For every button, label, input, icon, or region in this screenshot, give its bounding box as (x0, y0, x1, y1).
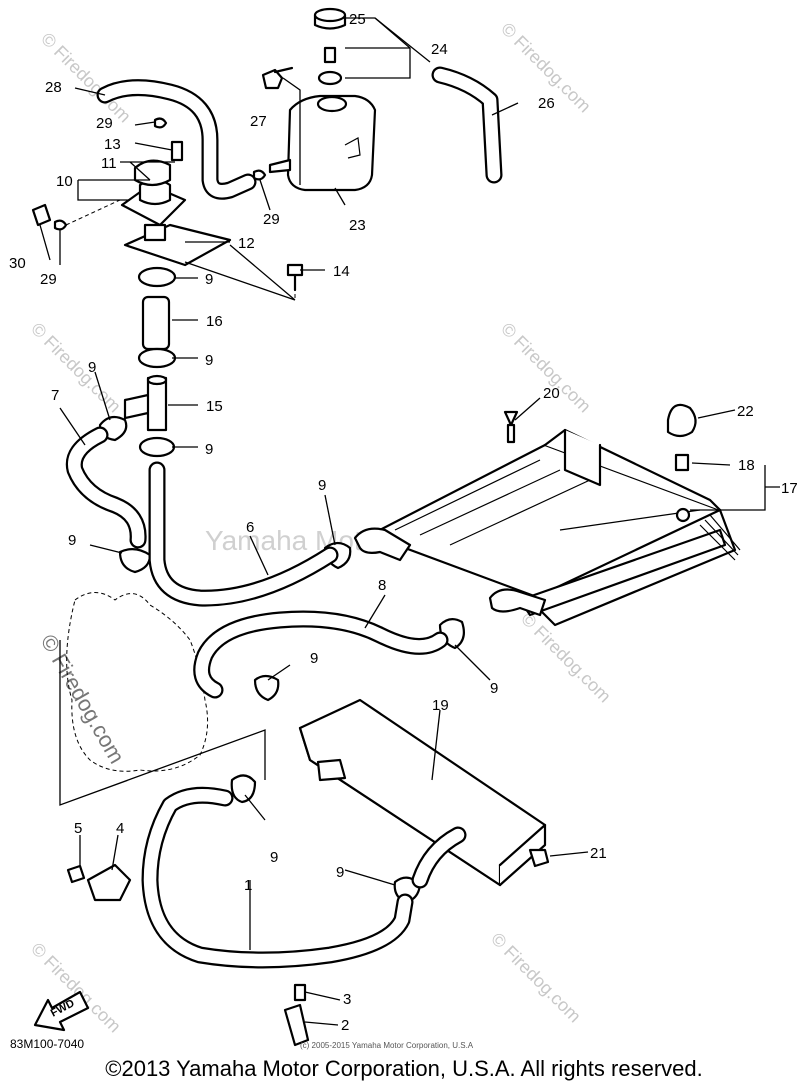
reservoir-bolt (261, 66, 294, 90)
forward-arrow-icon: FWD (33, 990, 90, 1032)
callout-29: 29 (96, 115, 113, 132)
callout-8: 8 (378, 577, 386, 594)
clamp-9 (137, 266, 177, 288)
callout-24: 24 (431, 41, 448, 58)
callout-16: 16 (206, 313, 223, 330)
watermark-tile: © Firedog.com (517, 609, 615, 707)
callout-17: 17 (781, 480, 798, 497)
footer-copyright: ©2013 Yamaha Motor Corporation, U.S.A. A… (105, 1056, 703, 1081)
clamp-9 (137, 347, 177, 369)
callout-9: 9 (68, 532, 76, 549)
callout-27: 27 (250, 113, 267, 130)
engine-outline (66, 592, 209, 772)
callout-4: 4 (116, 820, 124, 837)
engine-boundary-line (59, 640, 266, 806)
hose-1 (141, 786, 414, 969)
callout-2: 2 (341, 1017, 349, 1034)
cap-22 (666, 403, 697, 438)
bolt-14 (286, 263, 304, 292)
callout-18: 18 (738, 457, 755, 474)
clip-29-upper (153, 117, 168, 129)
callout-9: 9 (205, 271, 213, 288)
clamp-9 (230, 774, 257, 804)
bracket-2 (283, 1003, 310, 1047)
watermark-tile: © Firedog.com (27, 319, 125, 417)
callout-30: 30 (9, 255, 26, 272)
bracket-4 (86, 863, 132, 902)
cap-30 (31, 203, 52, 227)
callout-9: 9 (490, 680, 498, 697)
watermark-tile: © Firedog.com (487, 929, 585, 1027)
callout-9: 9 (205, 352, 213, 369)
coolant-reservoir (268, 94, 377, 192)
callout-14: 14 (333, 263, 350, 280)
callout-9: 9 (270, 849, 278, 866)
callout-9: 9 (88, 359, 96, 376)
leader-lines (39, 17, 780, 1026)
reservoir-breather (323, 46, 337, 64)
callout-9: 9 (318, 477, 326, 494)
radiator-assembly (368, 428, 741, 627)
callout-6: 6 (246, 519, 254, 536)
callout-9: 9 (336, 864, 344, 881)
clamp-9 (118, 548, 152, 574)
bolt-13 (170, 140, 184, 162)
callout-13: 13 (104, 136, 121, 153)
reservoir-cap (313, 7, 347, 30)
callout-1: 1 (244, 877, 252, 894)
callout-10: 10 (56, 173, 73, 190)
bolt-3 (293, 983, 307, 1002)
clip-dashed-line (65, 199, 121, 226)
callout-22: 22 (737, 403, 754, 420)
bolt-18 (674, 453, 690, 472)
callout-26: 26 (538, 95, 555, 112)
callout-9: 9 (205, 441, 213, 458)
callout-15: 15 (206, 398, 223, 415)
hose-16 (141, 295, 171, 351)
callout-5: 5 (74, 820, 82, 837)
clip-29-right (252, 169, 267, 181)
clamp-9 (253, 674, 280, 702)
callout-12: 12 (238, 235, 255, 252)
diagram-code: 83M100-7040 (10, 1037, 84, 1051)
clamp-9 (138, 436, 176, 458)
callout-11: 11 (101, 155, 117, 172)
callout-20: 20 (543, 385, 560, 402)
watermark-side: © Firedog.com (36, 630, 130, 768)
screw-5 (66, 864, 86, 884)
clip-29-left (53, 219, 68, 231)
t-joint-15 (123, 376, 168, 432)
callout-19: 19 (432, 697, 449, 714)
filler-neck-assembly (120, 159, 232, 267)
callout-labels: 1 2 3 4 5 6 7 8 9 9 9 9 9 9 9 9 9 9 10 1… (9, 11, 798, 1034)
watermark-tile: © Firedog.com (37, 29, 135, 127)
callout-25: 25 (349, 11, 366, 28)
callout-7: 7 (51, 387, 59, 404)
diagram-small-copyright: (c) 2005-2015 Yamaha Motor Corporation, … (300, 1041, 474, 1050)
radiator-inlet-pipe (353, 527, 412, 562)
bolt-21 (528, 848, 550, 868)
callout-21: 21 (590, 845, 607, 862)
radiator-outlet-pipe (488, 588, 547, 617)
reservoir-grommet (317, 70, 343, 86)
callout-29: 29 (40, 271, 57, 288)
bleed-screw-20 (503, 410, 519, 444)
callout-28: 28 (45, 79, 62, 96)
callout-9: 9 (310, 650, 318, 667)
callout-29: 29 (263, 211, 280, 228)
callout-3: 3 (343, 991, 351, 1008)
callout-23: 23 (349, 217, 366, 234)
